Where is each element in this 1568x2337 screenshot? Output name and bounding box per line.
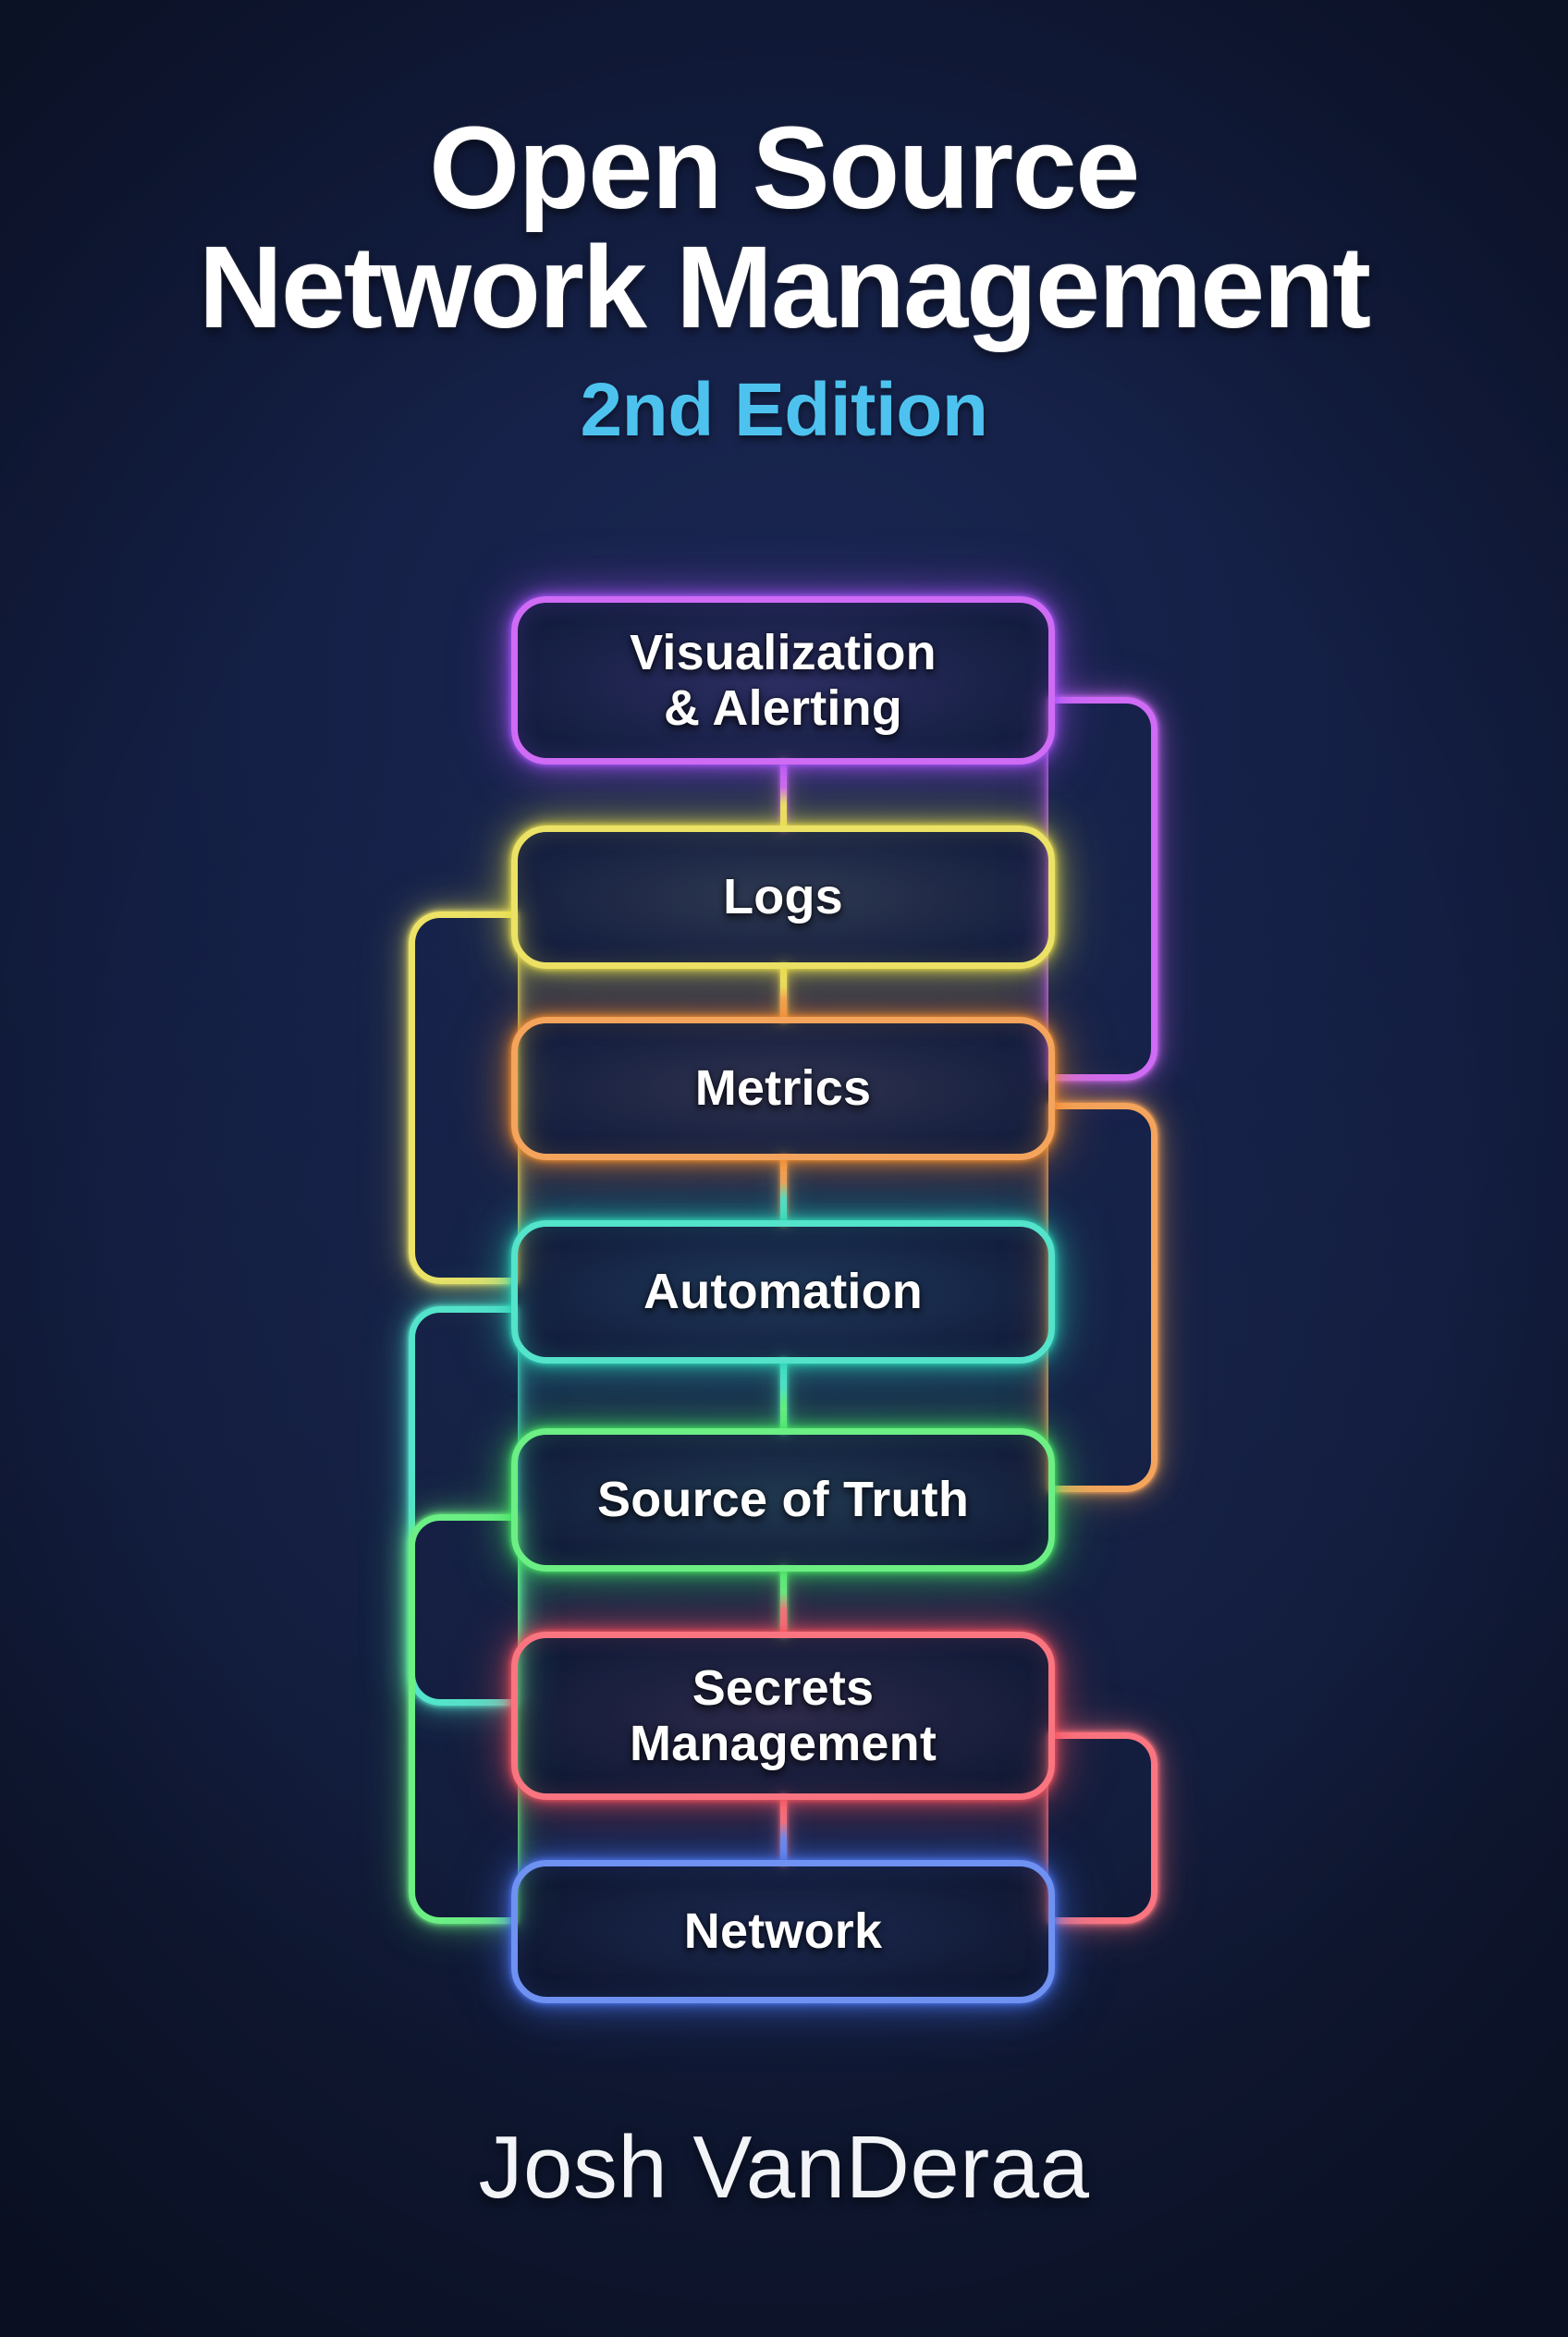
connector-vertical-automation-to-source-of-truth — [779, 1358, 787, 1434]
connector-vertical-visualization-alerting-to-logs — [779, 759, 787, 831]
author-name: Josh VanDeraa — [478, 2118, 1090, 2217]
diagram-node-label: Automation — [643, 1264, 923, 1320]
title-block: Open Source Network Management 2nd Editi… — [0, 103, 1568, 454]
diagram-node-automation[interactable]: Automation — [511, 1220, 1055, 1364]
connector-vertical-secrets-management-to-network — [779, 1794, 787, 1866]
connector-vertical-metrics-to-automation — [779, 1155, 787, 1226]
connector-vertical-logs-to-metrics — [779, 963, 787, 1022]
edition-subtitle: 2nd Edition — [580, 368, 988, 453]
diagram-node-label: Network — [683, 1903, 883, 1960]
diagram-node-visualization-alerting[interactable]: Visualization& Alerting — [511, 596, 1055, 765]
connector-bypass-right-metrics-to-source-of-truth — [1048, 1102, 1158, 1492]
connector-bypass-left-automation-to-secrets-management — [409, 1305, 518, 1706]
connector-vertical-source-of-truth-to-secrets-management — [779, 1566, 787, 1637]
connector-bypass-left-logs-to-automation — [409, 911, 518, 1284]
diagram-node-logs[interactable]: Logs — [511, 826, 1055, 969]
diagram-node-source-of-truth[interactable]: Source of Truth — [511, 1428, 1055, 1572]
diagram-node-label: Logs — [723, 869, 843, 925]
connector-bypass-right-secrets-management-to-network — [1048, 1732, 1158, 1924]
connector-bypass-right-visualization-alerting-to-metrics — [1048, 697, 1158, 1081]
diagram-node-metrics[interactable]: Metrics — [511, 1017, 1055, 1160]
diagram-node-label: Source of Truth — [596, 1472, 969, 1528]
title-line-2: Network Management — [198, 221, 1371, 352]
diagram-node-label: Metrics — [694, 1060, 872, 1117]
diagram-node-label: Visualization& Alerting — [630, 624, 937, 736]
diagram-node-network[interactable]: Network — [511, 1860, 1055, 2003]
connector-bypass-left-source-of-truth-to-network — [409, 1513, 518, 1924]
title-line-1: Open Source — [429, 103, 1140, 233]
